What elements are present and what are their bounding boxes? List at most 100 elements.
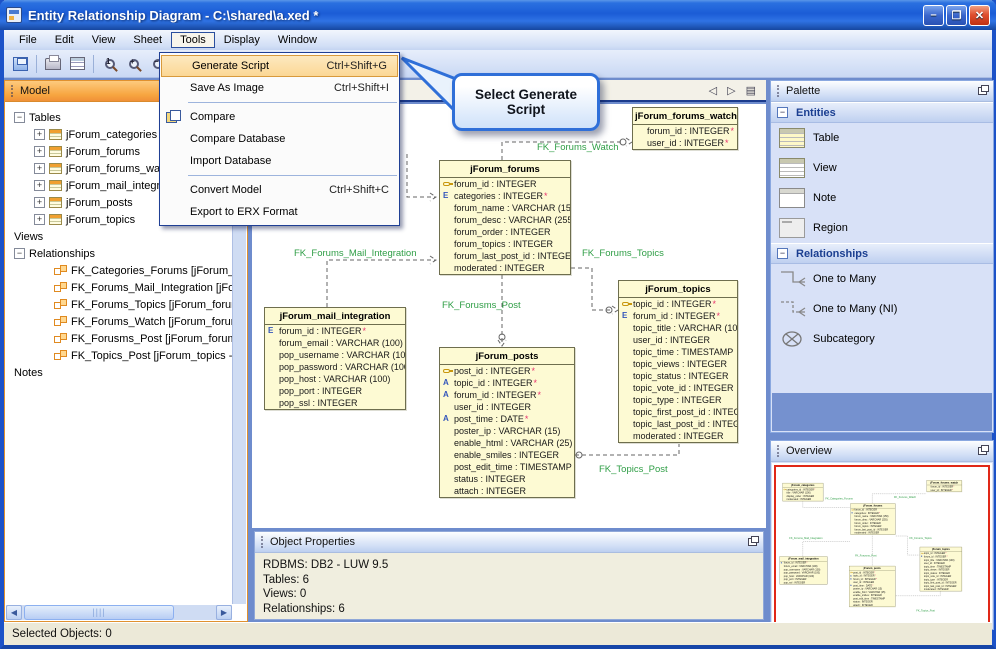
menu-item-import-database[interactable]: Import Database	[160, 150, 399, 172]
tree-item[interactable]: +jForum_categories	[6, 126, 232, 143]
save-icon[interactable]	[9, 53, 31, 75]
minimize-button[interactable]: –	[923, 4, 944, 26]
tree-item[interactable]: FK_Categories_Forums [jForum_ca	[6, 262, 232, 279]
collapse-icon[interactable]: −	[777, 107, 788, 118]
palette-item-subcategory[interactable]: Subcategory	[771, 324, 993, 354]
tree-item[interactable]: −Relationships	[6, 245, 232, 262]
menu-item-compare-database[interactable]: Compare Database	[160, 128, 399, 150]
tree-item[interactable]: +jForum_forums_watch	[6, 160, 232, 177]
erd-column-row: forum_order : INTEGER	[851, 521, 895, 525]
overview-title: Overview	[786, 445, 832, 457]
tree-item[interactable]: FK_Topics_Post [jForum_topics - jF	[6, 347, 232, 364]
tree-item[interactable]: Views	[6, 228, 232, 245]
expand-icon[interactable]: +	[34, 197, 45, 208]
print-icon[interactable]	[42, 53, 64, 75]
collapse-icon[interactable]: −	[777, 248, 788, 259]
prev-sheet-icon[interactable]: ◁	[708, 84, 718, 97]
maximize-button[interactable]: ❐	[946, 4, 967, 26]
float-panel-icon[interactable]	[978, 85, 989, 95]
grid-icon[interactable]	[66, 53, 88, 75]
tree-item[interactable]: −Tables	[6, 109, 232, 126]
palette-item-table[interactable]: Table	[771, 123, 993, 153]
erd-table-title: jForum_categories	[782, 483, 823, 488]
palette-item-note[interactable]: Note	[771, 183, 993, 213]
collapse-icon[interactable]: −	[14, 112, 25, 123]
section-header-relationships[interactable]: −Relationships	[771, 243, 993, 264]
erd-column-row: post_edit_time : TIMESTAMP	[849, 597, 895, 600]
scroll-thumb[interactable]	[24, 605, 174, 620]
zoom-100-icon[interactable]: 1	[99, 53, 121, 75]
palette-item-one-to-many[interactable]: One to Many	[771, 264, 993, 294]
menu-sheet[interactable]: Sheet	[133, 34, 163, 46]
erd-column-text: user_id : INTEGER	[454, 402, 532, 412]
expand-icon[interactable]: +	[34, 129, 45, 140]
tree-item-label: jForum_posts	[66, 196, 133, 209]
tree-item[interactable]: +jForum_forums	[6, 143, 232, 160]
close-button[interactable]: ✕	[969, 4, 990, 26]
tree-item[interactable]: FK_Forusms_Post [jForum_forums	[6, 330, 232, 347]
expand-icon[interactable]: +	[34, 180, 45, 191]
tree-item[interactable]: +jForum_mail_integration	[6, 177, 232, 194]
overview-header[interactable]: Overview	[771, 441, 993, 462]
section-header-entities[interactable]: −Entities	[771, 102, 993, 123]
zoom-in-icon[interactable]: +	[123, 53, 145, 75]
float-panel-icon[interactable]	[978, 445, 989, 455]
menu-window[interactable]: Window	[277, 34, 317, 46]
table-icon	[49, 129, 62, 140]
collapse-icon[interactable]: −	[14, 248, 25, 259]
sheet-list-icon[interactable]: ▤	[745, 84, 756, 97]
erd-column-row: forum_desc : VARCHAR (255)	[440, 214, 570, 226]
erd-column-text: user_id : INTEGER	[923, 561, 945, 565]
palette-item-one-to-many-ni-[interactable]: One to Many (NI)	[771, 294, 993, 324]
menu-tools[interactable]: Tools	[171, 32, 215, 48]
tree-item[interactable]: +jForum_topics	[6, 211, 232, 228]
menu-edit[interactable]: Edit	[54, 34, 74, 46]
expand-icon[interactable]: +	[34, 146, 45, 157]
menu-file[interactable]: File	[19, 34, 37, 46]
tree-item[interactable]: + jForum_posts	[6, 194, 232, 211]
float-panel-icon[interactable]	[748, 536, 759, 546]
object-properties-header[interactable]: Object Properties	[255, 532, 763, 553]
index-icon: A	[850, 577, 852, 581]
menu-item-compare[interactable]: Compare	[160, 106, 399, 128]
tree-item[interactable]: FK_Forums_Mail_Integration [jForu	[6, 279, 232, 296]
tree-item[interactable]: FK_Forums_Topics [jForum_forums	[6, 296, 232, 313]
scroll-left-icon[interactable]: ◀	[6, 605, 22, 620]
tree-horizontal-scrollbar[interactable]: ◀ ▶	[6, 605, 232, 620]
scroll-right-icon[interactable]: ▶	[216, 605, 232, 620]
menu-item-export-to-erx-format[interactable]: Export to ERX Format	[160, 201, 399, 223]
required-marker: *	[879, 511, 880, 515]
callout-bubble: Select Generate Script	[452, 73, 600, 131]
tree-item[interactable]: FK_Forums_Watch [jForum_forums	[6, 313, 232, 330]
next-sheet-icon[interactable]: ▷	[727, 84, 736, 97]
menu-display[interactable]: Display	[223, 34, 260, 46]
expand-icon[interactable]: +	[34, 163, 45, 174]
tree-item[interactable]: Notes	[6, 364, 232, 381]
expand-icon[interactable]: +	[34, 214, 45, 225]
erd-column-row: forum_name : VARCHAR (150)	[851, 515, 895, 518]
palette-item-region[interactable]: Region	[771, 213, 993, 243]
menu-view[interactable]: View	[91, 34, 116, 46]
palette-header[interactable]: Palette	[771, 81, 993, 102]
erd-column-text: topic_time : TIMESTAMP	[633, 347, 734, 357]
palette-item-view[interactable]: View	[771, 153, 993, 183]
